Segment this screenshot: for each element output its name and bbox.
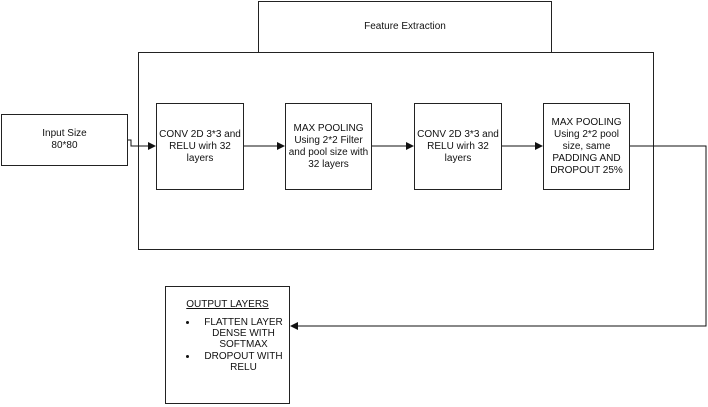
output-layers-list: FLATTEN LAYER DENSE WITH SOFTMAX DROPOUT…: [166, 317, 289, 373]
output-item-flatten: FLATTEN LAYER DENSE WITH SOFTMAX: [198, 317, 289, 350]
output-layers-title: OUTPUT LAYERS: [186, 299, 269, 310]
conv-block-1: CONV 2D 3*3 and RELU wirh 32 layers: [156, 103, 244, 190]
maxpool-block-2: MAX POOLING Using 2*2 pool size, same PA…: [543, 103, 630, 190]
input-size-value: 80*80: [51, 140, 78, 151]
feature-extraction-title-box: Feature Extraction: [258, 1, 552, 53]
conv-block-2-label: CONV 2D 3*3 and RELU wirh 32 layers: [417, 128, 499, 164]
maxpool-block-1: MAX POOLING Using 2*2 Filter and pool si…: [285, 103, 372, 190]
maxpool-block-1-label: MAX POOLING Using 2*2 Filter and pool si…: [288, 122, 369, 170]
arrow-maxpool2-to-output: [290, 145, 707, 330]
arrow-input-to-conv1: [128, 139, 156, 150]
maxpool-block-2-label: MAX POOLING Using 2*2 pool size, same PA…: [550, 116, 623, 176]
output-item-dropout: DROPOUT WITH RELU: [198, 351, 289, 373]
conv-block-1-label: CONV 2D 3*3 and RELU wirh 32 layers: [159, 128, 241, 164]
output-layers-box: OUTPUT LAYERS FLATTEN LAYER DENSE WITH S…: [165, 286, 290, 404]
input-size-box: Input Size 80*80: [1, 114, 128, 166]
input-size-label: Input Size: [42, 128, 87, 139]
conv-block-2: CONV 2D 3*3 and RELU wirh 32 layers: [414, 103, 502, 190]
feature-extraction-title: Feature Extraction: [364, 21, 446, 32]
